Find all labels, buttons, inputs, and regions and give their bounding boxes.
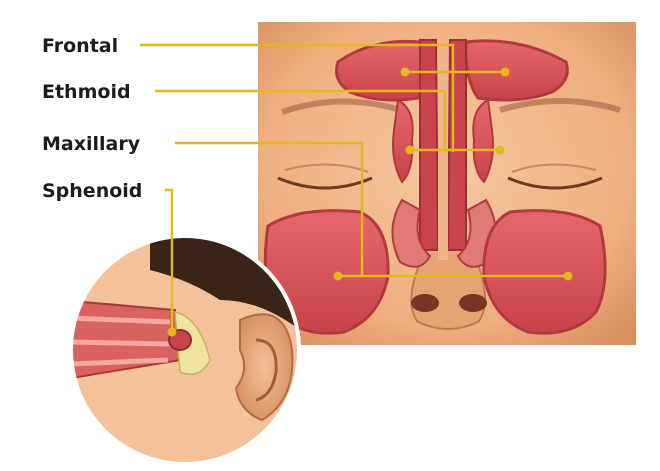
label-maxillary: Maxillary (42, 133, 141, 155)
maxillary-dot-right (564, 272, 573, 281)
left-nostril (411, 294, 439, 312)
maxillary-dot-left (334, 272, 343, 281)
ethmoid-dot-right (496, 146, 505, 155)
right-nostril (459, 294, 487, 312)
label-frontal: Frontal (42, 35, 118, 57)
ethmoid-dot-left (406, 146, 415, 155)
ethmoid-sinus-left (393, 100, 413, 182)
label-ethmoid: Ethmoid (42, 81, 131, 103)
maxillary-sinus-right (484, 211, 605, 334)
ethmoid-sinus-right (473, 100, 493, 182)
frontal-dot-left (401, 68, 410, 77)
front-face-illustration (258, 22, 636, 345)
frontal-dot-right (501, 68, 510, 77)
turbinate-ridge-2 (70, 342, 170, 344)
label-sphenoid: Sphenoid (42, 180, 142, 202)
sphenoid-dot (168, 328, 177, 337)
